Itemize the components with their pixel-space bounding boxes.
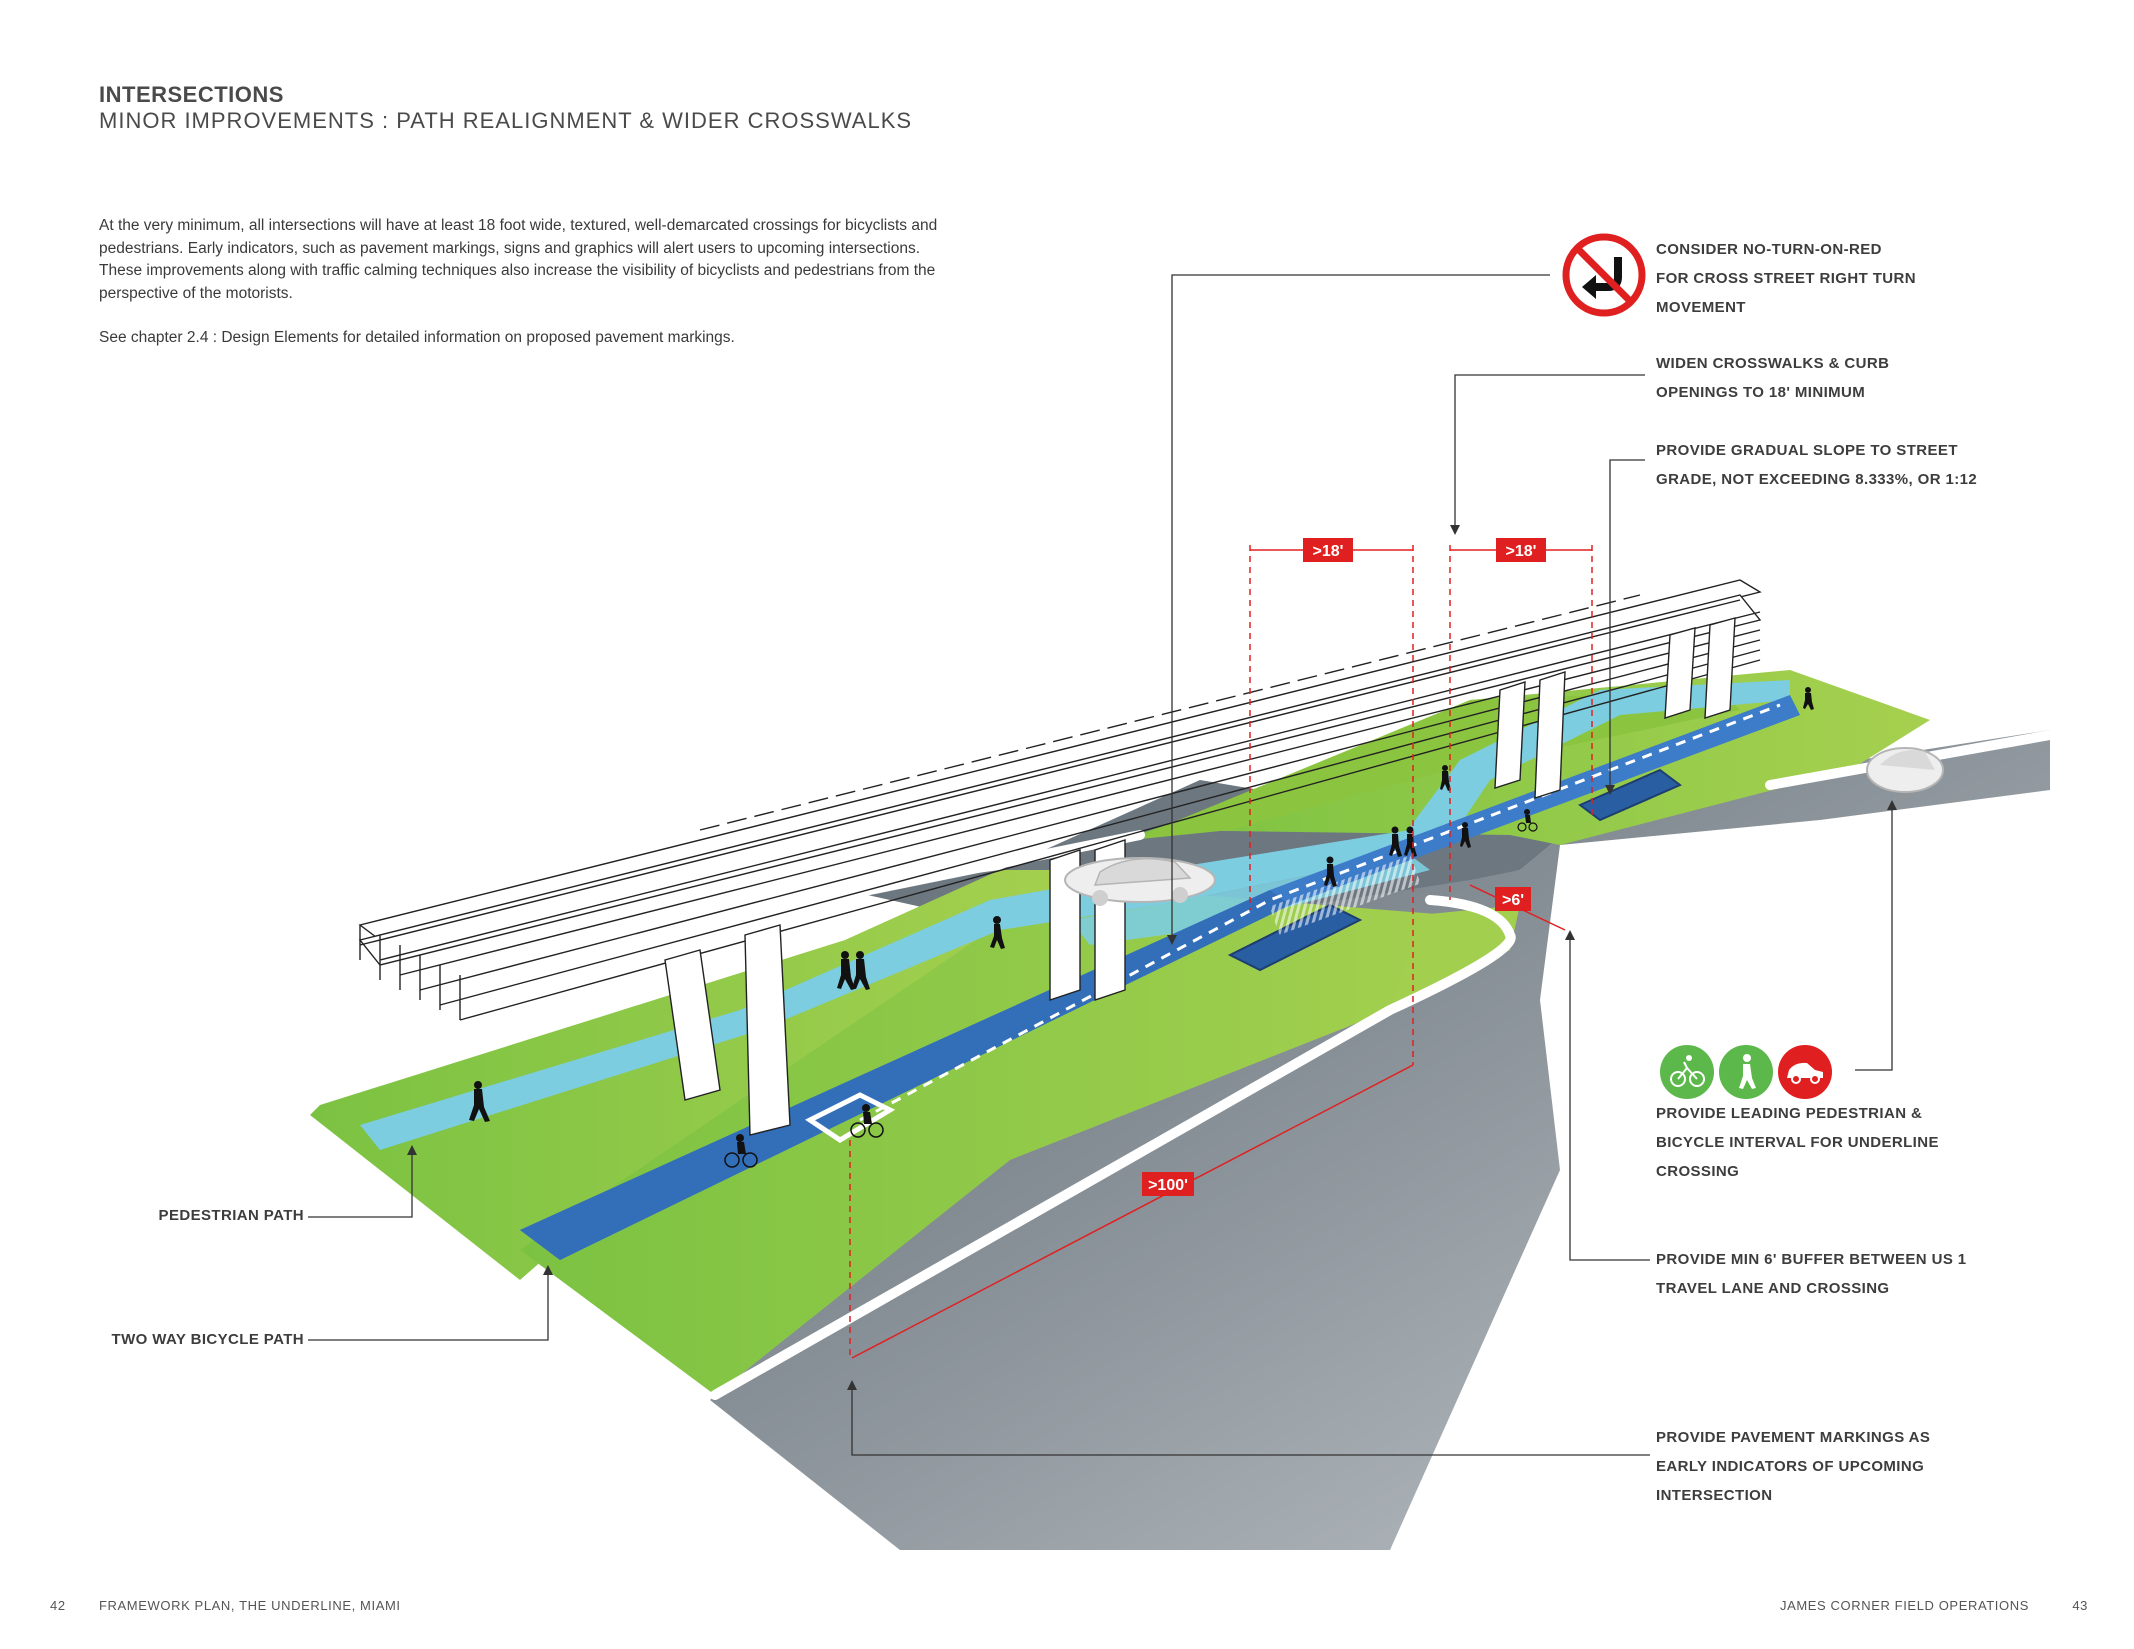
callout-pavement-markings: PROVIDE PAVEMENT MARKINGS AS EARLY INDIC… [1656,1429,1931,1504]
car [1866,747,1944,793]
label-pedestrian-path: PEDESTRIAN PATH [158,1207,304,1224]
callout-gradual-slope: PROVIDE GRADUAL SLOPE TO STREET GRADE, N… [1656,442,1978,488]
car [1064,857,1216,906]
pedestrian [990,916,1005,949]
cyclist [724,1134,758,1168]
callout-no-turn-on-red: CONSIDER NO-TURN-ON-RED FOR CROSS STREET… [1656,241,1916,316]
callout-widen-crosswalks: WIDEN CROSSWALKS & CURB OPENINGS TO 18' … [1656,355,1890,401]
pedestrian [1440,765,1451,791]
cyclist [1517,809,1538,832]
leader-arrowheads [407,525,1897,1390]
pedestrian [1460,822,1471,848]
leader-lines [308,274,1893,1456]
no-turn-on-red-sign-icon [1562,233,1646,317]
intro-reference: See chapter 2.4 : Design Elements for de… [99,329,735,346]
label-bicycle-path: TWO WAY BICYCLE PATH [111,1331,304,1348]
pedestrian [1404,826,1417,857]
car-icon [1778,1045,1832,1099]
pedestrian [852,951,870,990]
intro-text: At the very minimum, all intersections w… [99,215,939,372]
elevated-guideway [358,579,1762,1136]
pedestrian-icon [1719,1045,1773,1099]
footer-left-page-number: 42 [50,1598,66,1613]
cyclist [850,1104,884,1138]
page-title: INTERSECTIONS [99,82,284,107]
pedestrian [1803,687,1814,710]
callout-buffer: PROVIDE MIN 6' BUFFER BETWEEN US 1 TRAVE… [1656,1251,1967,1297]
dimension-crosswalk-right: >18' [1506,543,1537,560]
dimension-crosswalk-left: >18' [1313,543,1344,560]
intro-paragraph: At the very minimum, all intersections w… [99,217,938,302]
pedestrian [837,951,855,990]
dimension-buffer: >6' [1502,892,1524,909]
page-subtitle: MINOR IMPROVEMENTS : PATH REALIGNMENT & … [99,108,913,133]
pedestrian [1324,856,1337,887]
dimension-approach: >100' [1148,1177,1188,1194]
callout-leading-interval: PROVIDE LEADING PEDESTRIAN & BICYCLE INT… [1656,1105,1939,1180]
footer-right-page-number: 43 [2072,1598,2088,1613]
footer-right-text: JAMES CORNER FIELD OPERATIONS [1779,1598,2029,1613]
footer-left-text: FRAMEWORK PLAN, THE UNDERLINE, MIAMI [99,1598,401,1613]
pedestrian [469,1081,490,1122]
bicycle-icon [1660,1045,1714,1099]
people [469,687,1814,1168]
dimension-labels: >18' >18' >6' >100' [1142,538,1546,1196]
pedestrian [1389,826,1402,857]
